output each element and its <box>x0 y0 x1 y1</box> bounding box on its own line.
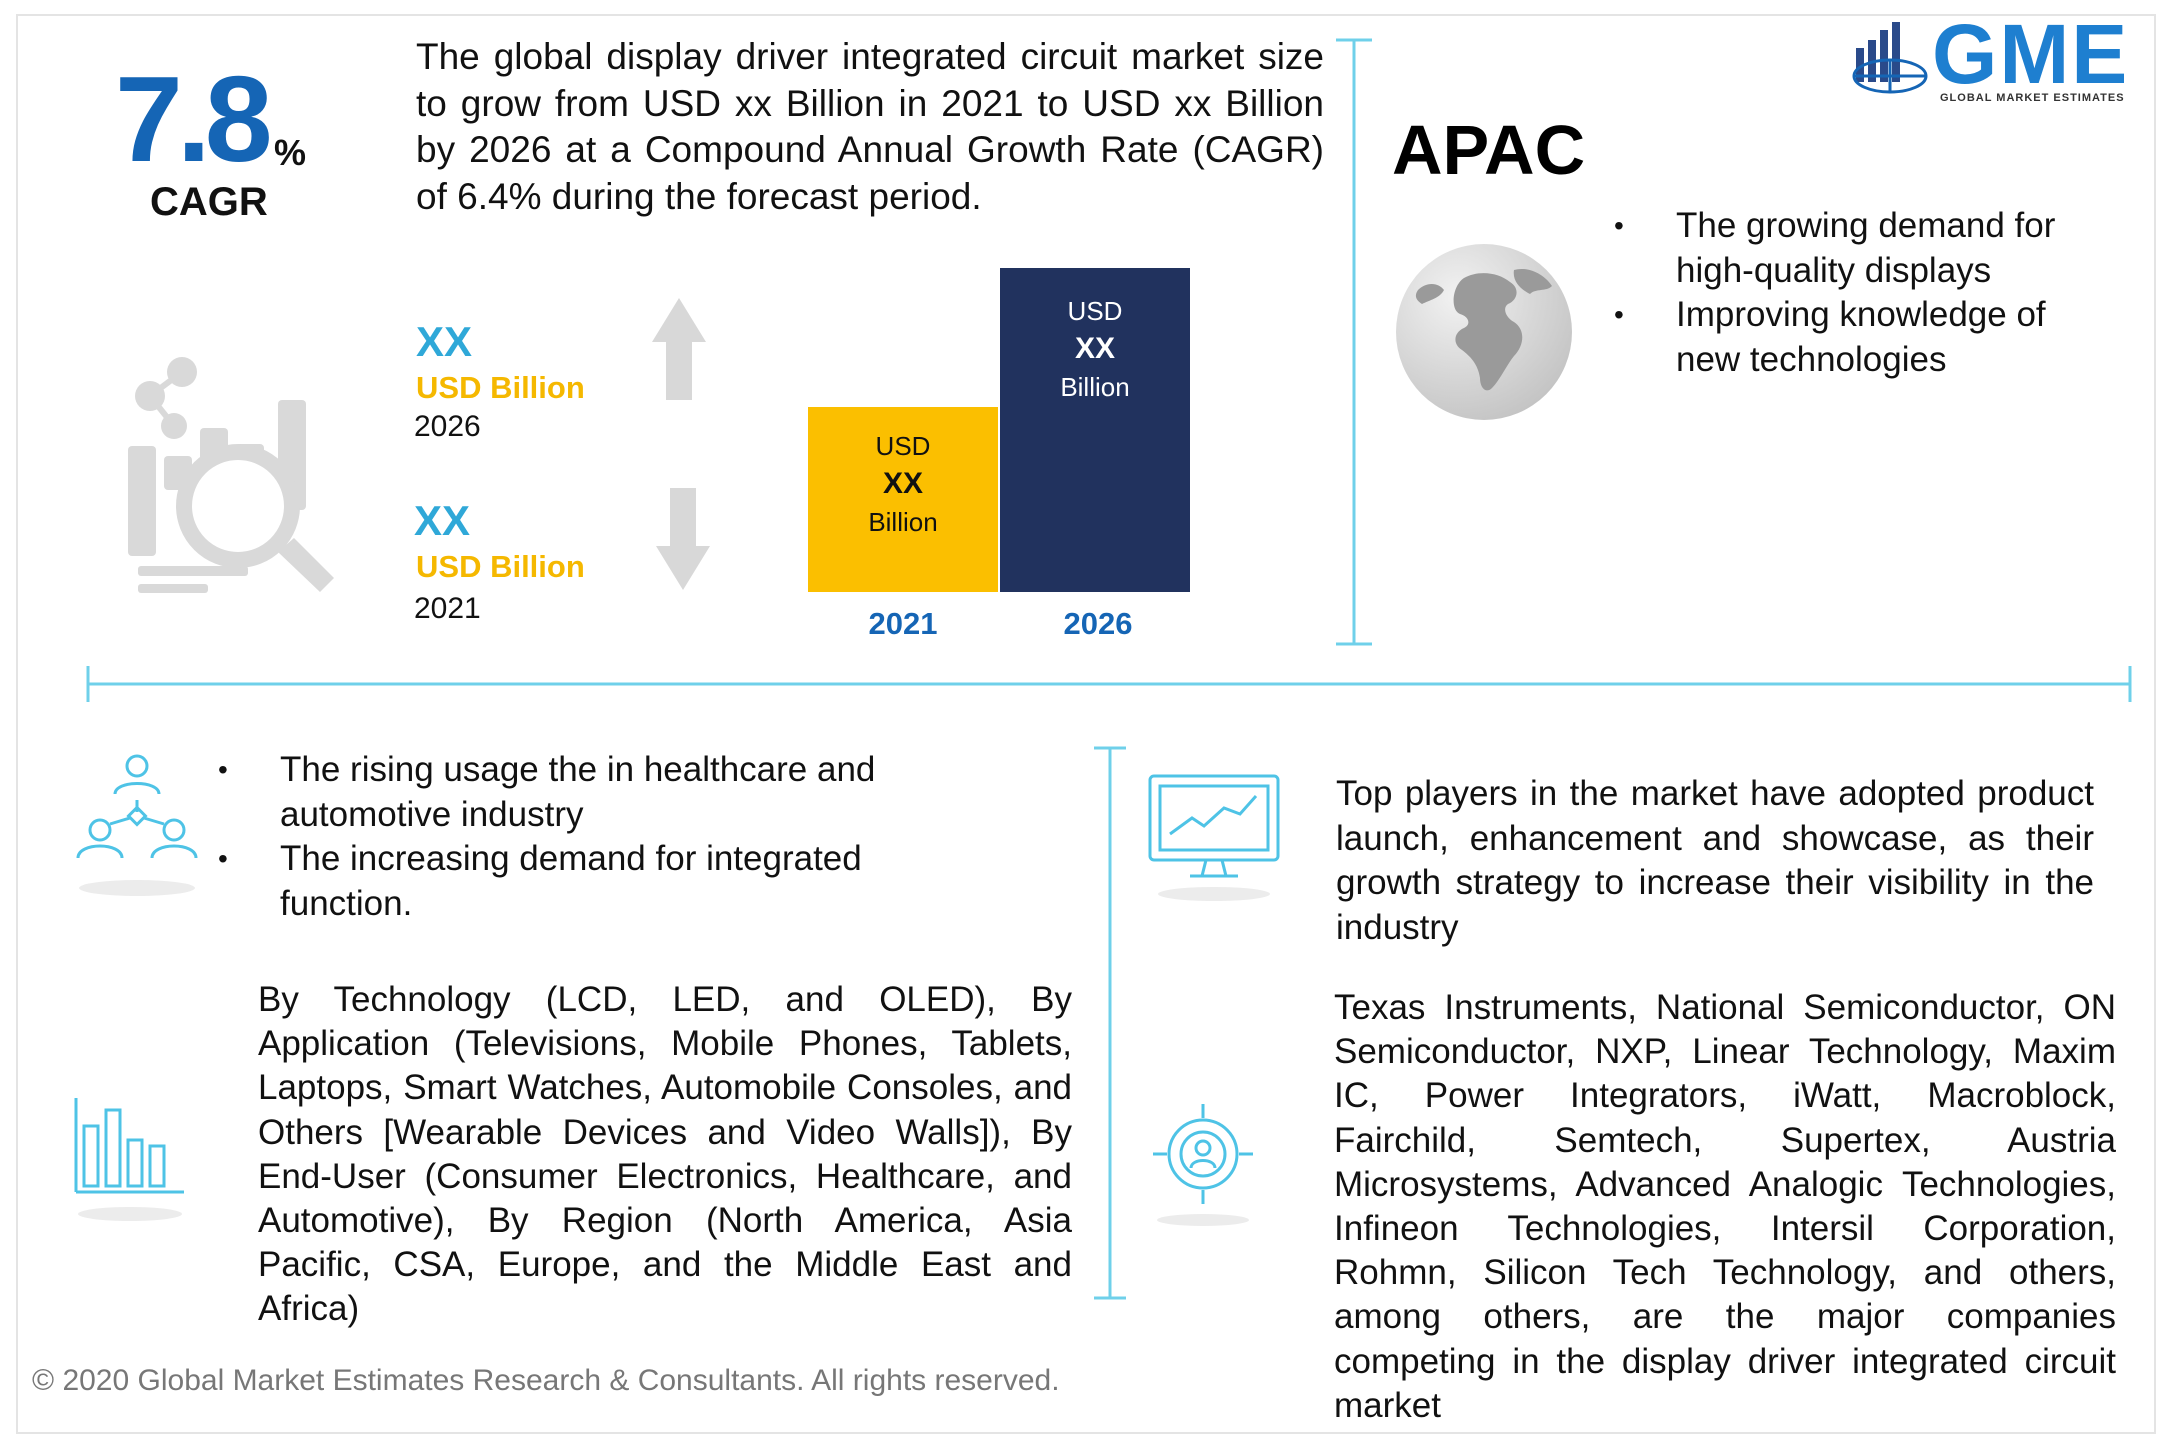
arrow-up-icon <box>652 298 706 400</box>
forecast-2026-value: XX <box>416 318 473 365</box>
key-players-text: Texas Instruments, National Semiconducto… <box>1334 988 2116 1425</box>
bar-year-2026: 2026 <box>1063 606 1133 641</box>
bar-2021-value: XX <box>882 467 924 500</box>
bar-year-2021: 2021 <box>868 606 938 641</box>
market-intro-text: The global display driver integrated cir… <box>416 36 1324 217</box>
forecast-2021-unit: USD Billion <box>416 549 585 584</box>
strategy-text: Top players in the market have adopted p… <box>1336 774 2094 947</box>
region-point-text: The growing demand for high-quality disp… <box>1676 206 2056 290</box>
cagr-percent-sign: % <box>274 132 307 173</box>
bar-2026-bottom-label: Billion <box>1060 372 1130 402</box>
gme-logo-subtitle: GLOBAL MARKET ESTIMATES <box>1940 92 2125 104</box>
bar-2021-top-label: USD <box>875 431 931 461</box>
bar-2021: USD XX Billion <box>808 407 998 592</box>
vertical-divider-bottom <box>1094 746 1126 1300</box>
region-point: • The growing demand for high-quality di… <box>1614 204 2116 293</box>
forecast-2026-year: 2026 <box>414 410 481 443</box>
region-point: • Improving knowledge of new technologie… <box>1614 293 2116 382</box>
region-points: • The growing demand for high-quality di… <box>1614 204 2116 382</box>
copyright-notice: © 2020 Global Market Estimates Research … <box>32 1364 1060 1397</box>
segmentation-text: By Technology (LCD, LED, and OLED), By A… <box>258 980 1072 1329</box>
driver-text: The rising usage the in healthcare and a… <box>280 750 876 834</box>
people-network-icon <box>76 754 198 896</box>
gme-logo-mark <box>1852 22 1928 94</box>
driver-item: • The rising usage the in healthcare and… <box>218 748 960 837</box>
analytics-magnifier-icon <box>128 357 334 593</box>
bar-2026: USD XX Billion <box>1000 268 1190 592</box>
infographic-frame <box>16 14 2156 1434</box>
market-drivers: • The rising usage the in healthcare and… <box>218 748 960 926</box>
target-user-icon <box>1153 1104 1253 1226</box>
forecast-2026-unit: USD Billion <box>416 370 585 405</box>
monitor-chart-icon <box>1148 774 1280 901</box>
bar-2026-value: XX <box>1074 332 1116 365</box>
driver-text: The increasing demand for integrated fun… <box>280 839 862 923</box>
gme-logo-text: GME <box>1932 7 2130 101</box>
driver-item: • The increasing demand for integrated f… <box>218 837 960 926</box>
globe-icon <box>1396 244 1572 420</box>
horizontal-divider <box>86 666 2132 702</box>
bullet-icon: • <box>218 843 228 874</box>
vertical-divider-top <box>1336 38 1372 646</box>
bar-chart-icon <box>74 1098 184 1221</box>
bar-2026-top-label: USD <box>1067 296 1123 326</box>
cagr-value: 7.8 <box>115 51 273 187</box>
bullet-icon: • <box>218 754 228 785</box>
cagr-label: CAGR <box>150 180 268 224</box>
bullet-icon: • <box>1614 210 1624 241</box>
forecast-2021-year: 2021 <box>414 592 481 625</box>
bullet-icon: • <box>1614 299 1624 330</box>
region-title: APAC <box>1392 111 1586 189</box>
region-point-text: Improving knowledge of new technologies <box>1676 295 2046 379</box>
arrow-down-icon <box>656 488 710 590</box>
bar-2021-bottom-label: Billion <box>868 507 938 537</box>
forecast-2021-value: XX <box>414 497 471 544</box>
